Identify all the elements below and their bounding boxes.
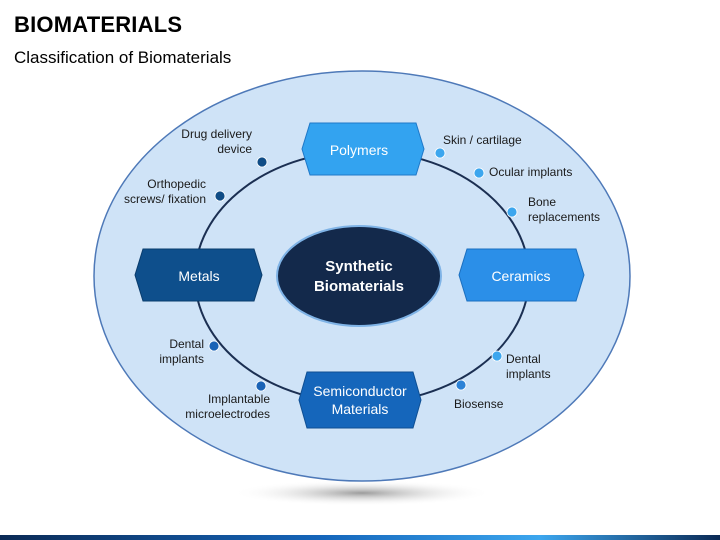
label-ocular: Ocular implants <box>489 165 573 179</box>
outer-shadow <box>232 480 492 506</box>
label-biosense: Biosense <box>454 397 504 411</box>
label-drug-delivery: Drug delivery device <box>181 127 252 156</box>
metals-label: Metals <box>178 268 219 284</box>
dot-bone <box>506 206 518 218</box>
page-subtitle: Classification of Biomaterials <box>14 48 232 67</box>
dot-orthopedic <box>214 190 226 202</box>
label-skin: Skin / cartilage <box>443 133 522 147</box>
label-bone: Bone replacements <box>528 195 601 224</box>
center-label-line2: Biomaterials <box>314 278 404 295</box>
polymers-box <box>301 122 425 176</box>
footer-bar <box>0 535 720 540</box>
label-dental-left: Dental implants <box>159 337 204 366</box>
polymers-label: Polymers <box>330 142 388 158</box>
label-orthopedic: Orthopedic screws/ fixation <box>123 177 206 206</box>
semiconductor-box <box>298 371 422 429</box>
dot-dental-left <box>208 340 220 352</box>
dot-biosense <box>455 379 467 391</box>
ceramics-label: Ceramics <box>491 268 550 284</box>
center-label-line1: Synthetic <box>325 258 393 275</box>
ceramics-box <box>458 248 585 302</box>
label-microelectrodes: Implantable microelectrodes <box>185 392 270 421</box>
semiconductor-label-line2: Materials <box>332 401 389 417</box>
dot-microelectrodes <box>255 380 267 392</box>
dot-ocular <box>473 167 485 179</box>
center-ellipse <box>276 225 442 327</box>
label-dental-right: Dental implants <box>506 352 551 381</box>
dot-drug-delivery <box>256 156 268 168</box>
semiconductor-label-line1: Semiconductor <box>313 383 407 399</box>
page-title: BIOMATERIALS <box>14 12 183 37</box>
dot-skin <box>434 147 446 159</box>
metals-box <box>134 248 263 302</box>
dot-dental-right <box>491 350 503 362</box>
